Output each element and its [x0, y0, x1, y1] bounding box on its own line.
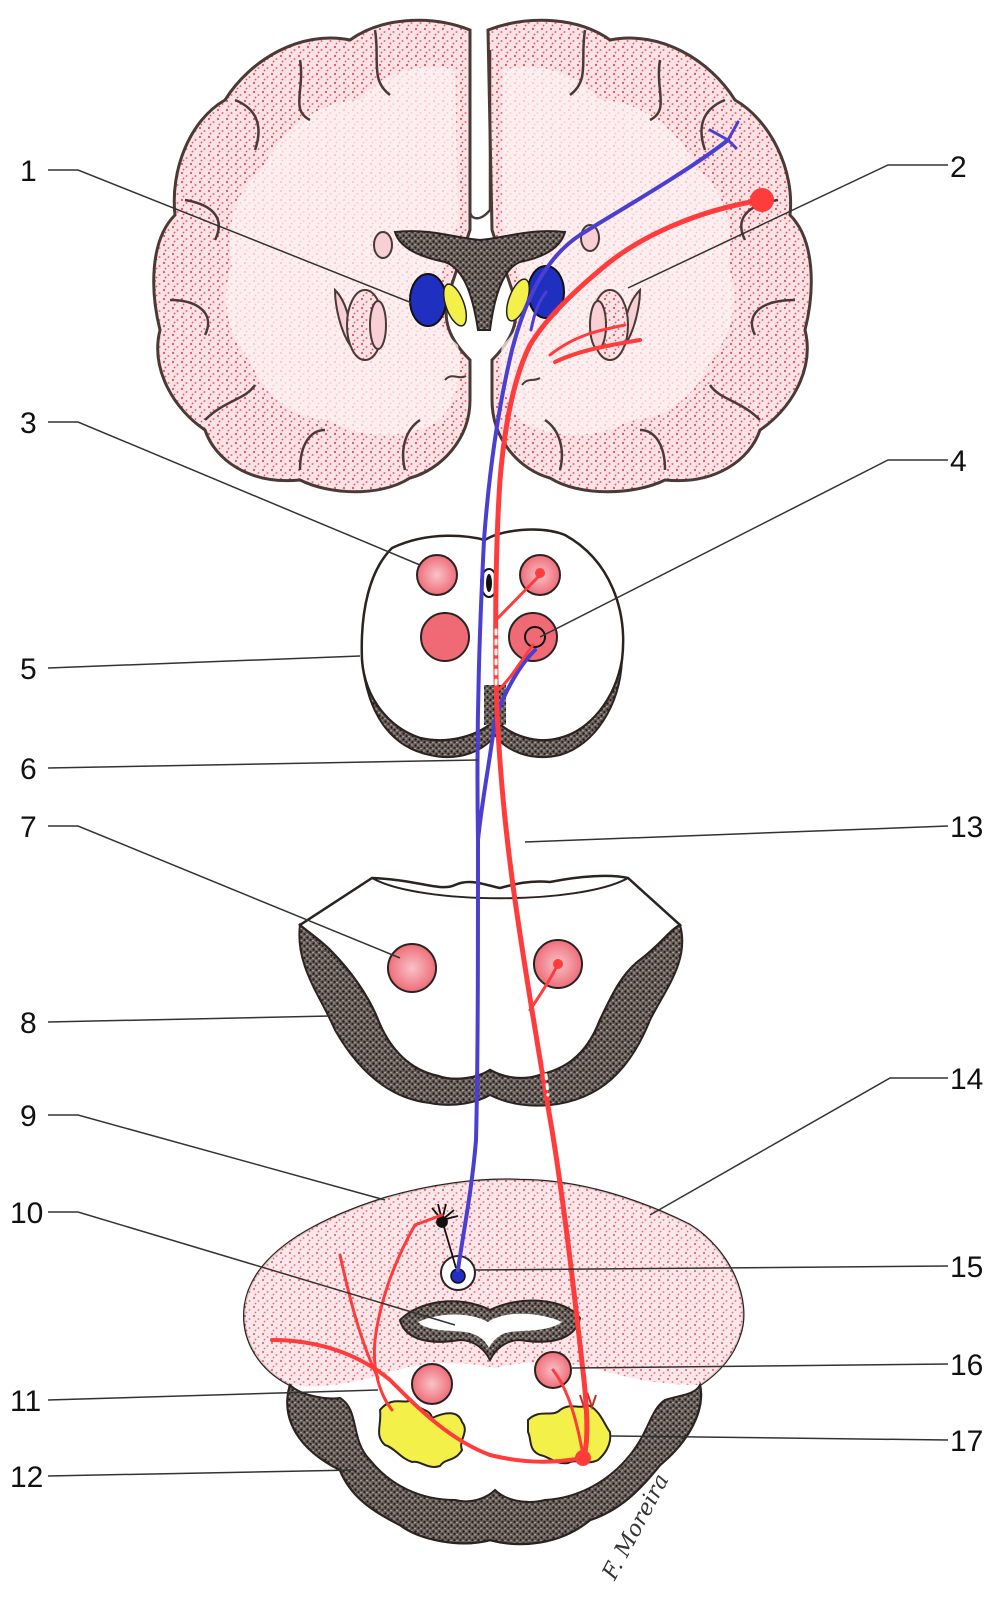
pons-section [299, 876, 682, 1106]
label-12: 12 [10, 1461, 43, 1494]
cerebrum-section [154, 20, 811, 491]
label-15: 15 [950, 1251, 983, 1284]
label-4: 4 [950, 445, 967, 478]
olivary-nucleus-right [528, 1405, 610, 1463]
midbrain-nucleus-lower-left [421, 613, 469, 661]
label-3: 3 [20, 407, 37, 440]
label-17: 17 [950, 1425, 983, 1458]
label-1: 1 [20, 155, 37, 188]
label-16: 16 [950, 1349, 983, 1382]
label-2: 2 [950, 151, 967, 184]
label-11: 11 [10, 1385, 41, 1418]
label-6: 6 [20, 753, 37, 786]
label-5: 5 [20, 653, 37, 686]
label-8: 8 [20, 1007, 37, 1040]
label-9: 9 [20, 1100, 37, 1133]
label-13: 13 [950, 811, 983, 844]
left-caudate-nucleus [410, 274, 446, 326]
midbrain-section [362, 530, 623, 757]
label-7: 7 [20, 811, 37, 844]
cerebellum-nucleus-left [412, 1364, 452, 1404]
midbrain-nucleus-upper-left [417, 555, 457, 595]
label-14: 14 [950, 1063, 983, 1096]
label-10: 10 [10, 1197, 43, 1230]
pons-nucleus-left [388, 944, 436, 992]
